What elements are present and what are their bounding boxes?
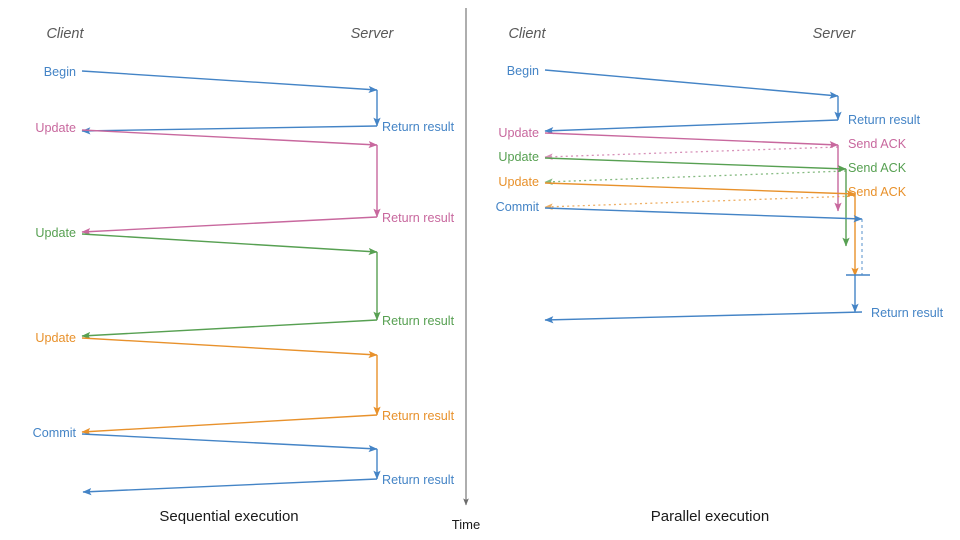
message-sequential-0: Begin — [44, 65, 378, 94]
message-label-return-result: Return result — [382, 409, 455, 423]
message-label-update: Update — [35, 121, 76, 135]
request-arrow — [81, 337, 378, 359]
request-arrow — [81, 233, 378, 256]
message-label-update: Update — [35, 226, 76, 240]
message-parallel-2: Update — [498, 126, 839, 149]
response-arrow — [81, 216, 378, 236]
response-arrow — [544, 146, 839, 161]
request-arrow — [544, 182, 856, 198]
lane-header-client: Client — [46, 26, 84, 42]
message-parallel-4: Update — [498, 150, 847, 173]
message-label-return-result: Return result — [871, 306, 944, 320]
message-label-commit: Commit — [496, 200, 540, 214]
response-arrow — [544, 119, 839, 135]
message-sequential-9: Return result — [82, 449, 455, 496]
message-sequential-3: Return result — [81, 145, 455, 236]
lane-header-server: Server — [813, 26, 857, 42]
request-arrow — [544, 69, 839, 99]
message-label-return-result: Return result — [848, 113, 921, 127]
response-arrow — [544, 311, 863, 324]
message-sequential-4: Update — [35, 226, 378, 256]
message-sequential-1: Return result — [81, 90, 455, 135]
message-label-begin: Begin — [507, 64, 539, 78]
request-arrow — [81, 70, 378, 94]
time-axis-label: Time — [452, 517, 480, 532]
message-label-update: Update — [498, 126, 539, 140]
response-arrow — [82, 478, 378, 496]
message-parallel-1: Return result — [544, 96, 921, 135]
lane-header-client: Client — [508, 26, 546, 42]
response-arrow — [81, 414, 378, 436]
message-parallel-6: Update — [498, 175, 856, 198]
message-parallel-7: Send ACK — [544, 185, 907, 277]
message-label-begin: Begin — [44, 65, 76, 79]
message-label-return-result: Return result — [382, 473, 455, 487]
message-label-return-result: Return result — [382, 120, 455, 134]
message-parallel-9: Return result — [544, 219, 944, 324]
message-label-return-result: Return result — [382, 314, 455, 328]
message-label-send-ack: Send ACK — [848, 161, 907, 175]
message-sequential-2: Update — [35, 121, 378, 149]
lane-header-server: Server — [351, 26, 395, 42]
response-arrow — [544, 195, 856, 211]
message-sequential-8: Commit — [33, 426, 378, 453]
response-arrow — [81, 319, 378, 340]
request-arrow — [81, 433, 378, 453]
message-label-return-result: Return result — [382, 211, 455, 225]
message-parallel-5: Send ACK — [544, 161, 907, 247]
message-label-commit: Commit — [33, 426, 77, 440]
response-arrow — [544, 170, 847, 186]
request-arrow — [544, 157, 847, 173]
message-sequential-5: Return result — [81, 252, 455, 340]
message-label-update: Update — [35, 331, 76, 345]
request-arrow — [81, 129, 378, 149]
message-parallel-8: Commit — [496, 200, 863, 223]
response-arrow — [81, 125, 378, 135]
request-arrow — [544, 207, 863, 223]
message-sequential-6: Update — [35, 331, 378, 359]
message-label-send-ack: Send ACK — [848, 137, 907, 151]
message-parallel-3: Send ACK — [544, 137, 907, 212]
message-sequential-7: Return result — [81, 355, 455, 436]
request-arrow — [544, 132, 839, 149]
panel-caption-parallel: Parallel execution — [651, 508, 769, 525]
message-parallel-0: Begin — [507, 64, 839, 99]
message-label-update: Update — [498, 150, 539, 164]
panel-caption-sequential: Sequential execution — [159, 508, 298, 525]
message-label-send-ack: Send ACK — [848, 185, 907, 199]
message-label-update: Update — [498, 175, 539, 189]
